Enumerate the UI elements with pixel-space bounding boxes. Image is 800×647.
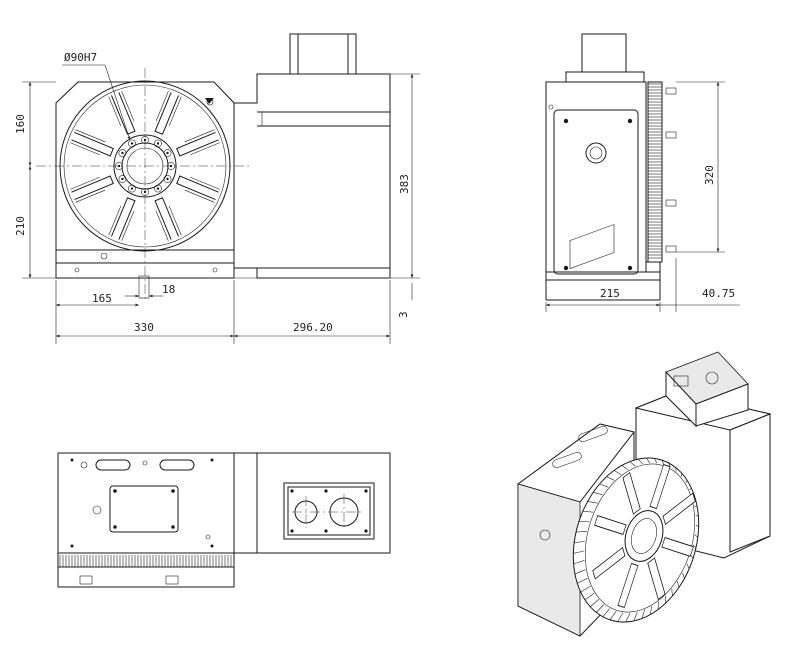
radial-slot bbox=[108, 197, 136, 241]
isometric-view bbox=[516, 224, 772, 637]
radial-slot bbox=[154, 91, 182, 135]
width-dimension: 330 bbox=[134, 321, 154, 334]
radial-slot bbox=[154, 197, 182, 241]
front-dimensions: Ø90H7 160 210 383 3 165 18 330 296.20 bbox=[14, 51, 420, 344]
side-width-dimension: 215 bbox=[600, 287, 620, 300]
front-view bbox=[36, 68, 250, 300]
bolt-hole bbox=[163, 175, 172, 183]
radial-slot bbox=[662, 492, 696, 526]
lower-height-dimension: 210 bbox=[14, 216, 27, 236]
key-dimension: 18 bbox=[162, 283, 175, 296]
radial-slot bbox=[70, 175, 114, 203]
bolt-hole bbox=[128, 184, 136, 193]
bolt-hole bbox=[128, 139, 136, 148]
base-dimension: 3 bbox=[397, 311, 410, 318]
bolt-hole bbox=[163, 149, 172, 157]
side-height-dimension: 320 bbox=[703, 165, 716, 185]
bolt-hole bbox=[154, 184, 162, 193]
radial-slot bbox=[176, 129, 220, 157]
radial-slot bbox=[647, 557, 666, 601]
bolt-hole bbox=[154, 139, 162, 148]
bore-dimension: Ø90H7 bbox=[64, 51, 97, 64]
offset-dimension: 165 bbox=[92, 292, 112, 305]
radial-slot bbox=[622, 471, 641, 515]
side-view bbox=[545, 33, 677, 301]
bottom-view bbox=[57, 452, 391, 588]
length-dimension: 296.20 bbox=[293, 321, 333, 334]
radial-slot bbox=[176, 175, 220, 203]
radial-slot bbox=[108, 91, 136, 135]
radial-slot bbox=[661, 536, 694, 557]
radial-slot bbox=[592, 546, 626, 580]
motor-housing-front bbox=[234, 33, 420, 279]
radial-slot bbox=[649, 463, 671, 510]
radial-slot bbox=[617, 562, 639, 609]
radial-slot bbox=[70, 129, 114, 157]
side-dimensions: 320 215 40.75 bbox=[545, 81, 740, 312]
side-offset-dimension: 40.75 bbox=[702, 287, 735, 300]
radial-slot bbox=[594, 515, 627, 536]
bolt-hole bbox=[118, 149, 127, 157]
upper-height-dimension: 160 bbox=[14, 114, 27, 134]
total-height-dimension: 383 bbox=[398, 174, 411, 194]
bolt-hole bbox=[118, 175, 127, 183]
